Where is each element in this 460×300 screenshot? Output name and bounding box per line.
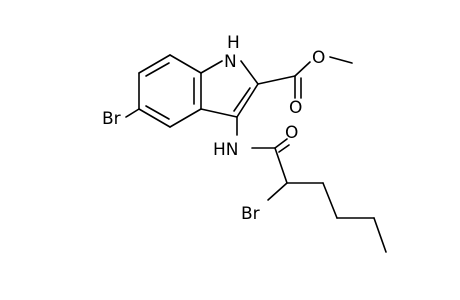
atom-label-br-ring: Br [102,109,121,129]
bond-c2-c3 [236,83,259,118]
bond-calpha-br [267,182,288,201]
bond-c7-c6 [138,54,171,74]
bond-c5-c4 [138,108,171,128]
bond-c3-c4 [373,217,387,253]
bond-c7a-c7 [169,54,202,74]
bond-n1-c2 [240,60,259,85]
bond-ccarb-o-ether [294,61,311,77]
bond-camide-calpha [274,147,288,184]
bond-c1-c2 [322,182,338,219]
bond-c3-c3a [200,108,238,118]
bond-c7a-n1 [200,60,223,74]
atom-label-o-amide: O [285,123,298,143]
atom-label-n-indole: N [224,52,237,72]
bond-camide-o-dbl-1 [274,138,288,149]
bond-c2-c3-inner [233,87,251,112]
bond-c4-c3a [169,108,202,128]
atom-label-hn-amide: HN [213,140,239,160]
bond-o-ether-ch3 [329,56,353,64]
bond-c7-c6-inner [145,62,170,77]
bond-c5-c4-inner [145,105,170,120]
atom-label-o-carbonyl: O [289,98,302,118]
atom-label-o-ether: O [312,48,325,68]
bond-c5-br [125,108,140,118]
bond-c2-ccarb [257,75,296,85]
atom-label-h-indole: H [227,33,240,53]
atom-label-br-chain: Br [241,204,260,224]
bond-camide-o-dbl-2 [278,144,290,153]
